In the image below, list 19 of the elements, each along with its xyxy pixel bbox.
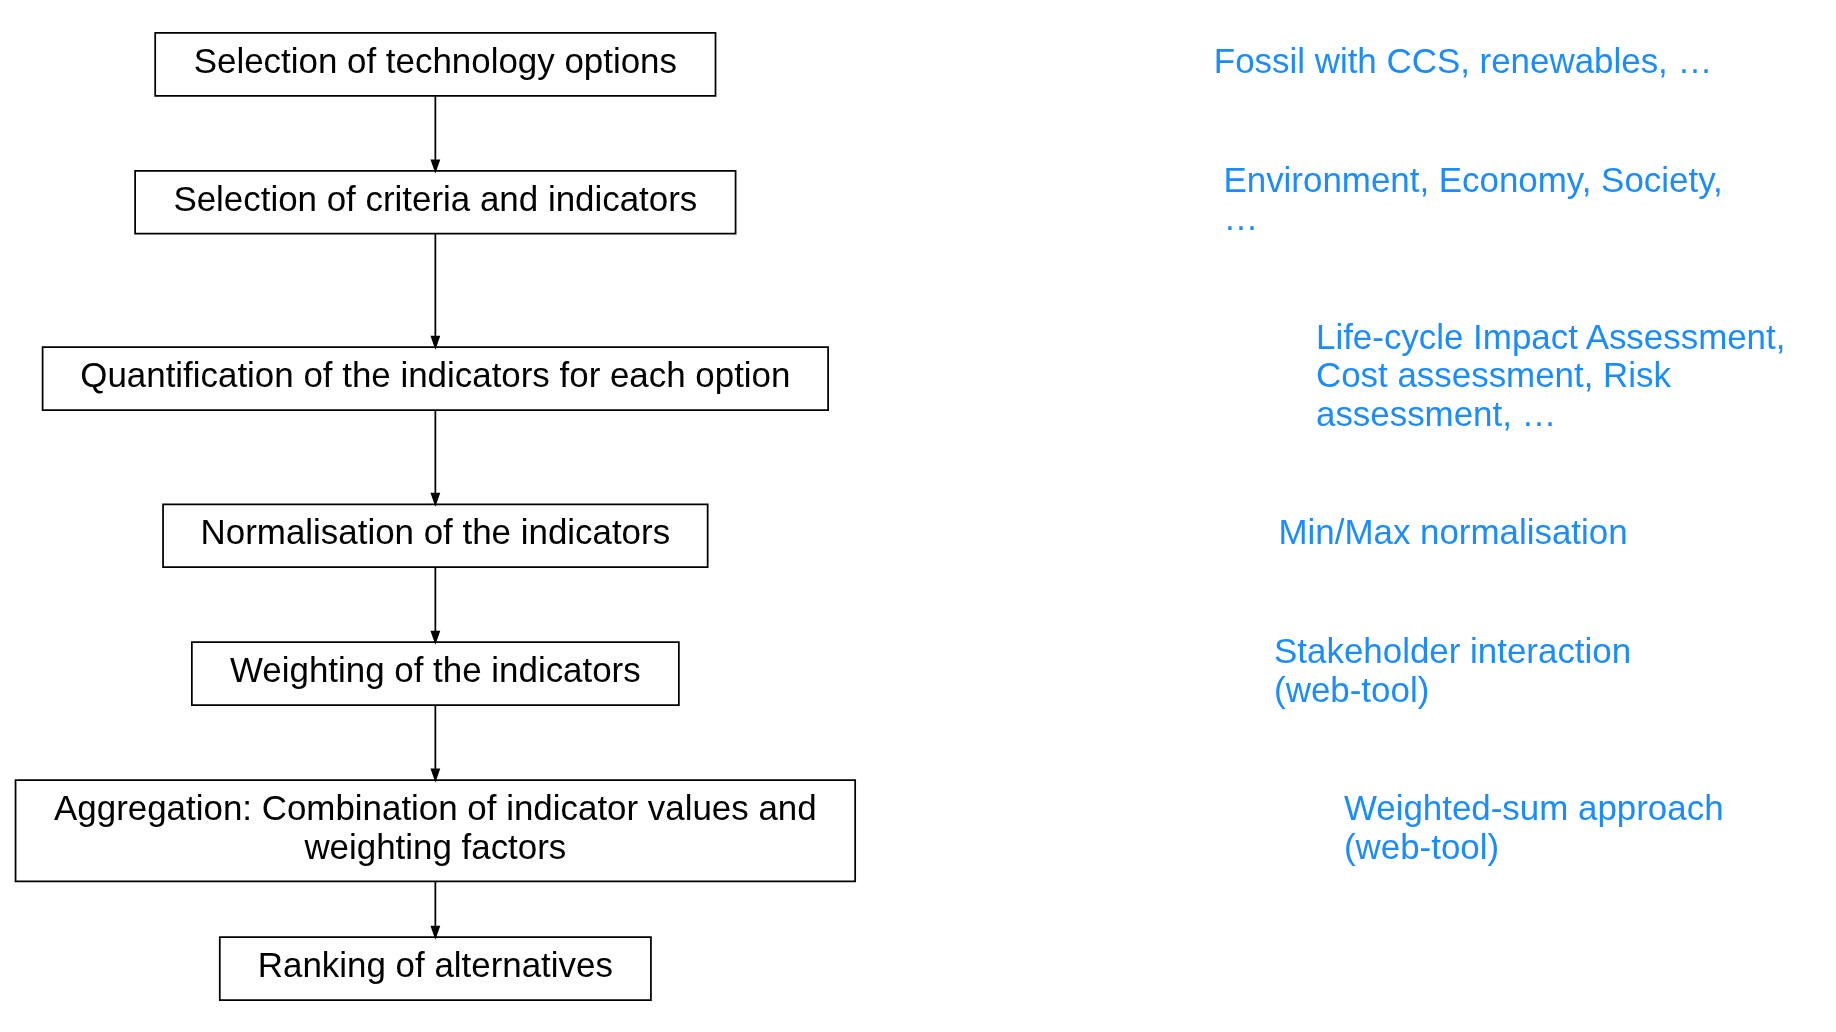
- label: Environment, Economy, Society, …: [1223, 159, 1723, 237]
- label: Weighted-sum approach (web-tool): [1343, 787, 1724, 866]
- arrow: [430, 409, 441, 507]
- label: Min/Max normalisation: [1278, 511, 1628, 551]
- node-box: Ranking of alternatives: [218, 935, 652, 1001]
- label: Fossil with CCS, renewables, …: [1213, 40, 1713, 80]
- label: Life-cycle Impact Assessment, Cost assessment, Risk assessment, …: [1315, 316, 1786, 433]
- node-box: Selection of technology options: [154, 31, 717, 97]
- arrow: [430, 94, 441, 173]
- node-box: Normalisation of the indicators: [162, 502, 709, 568]
- arrow: [430, 880, 441, 940]
- node-box: Quantification of the indicators for each option: [41, 345, 829, 411]
- arrow: [430, 704, 441, 783]
- arrow: [430, 565, 441, 645]
- arrow: [430, 232, 441, 350]
- label: Stakeholder interaction (web-tool): [1274, 630, 1632, 709]
- node-box: Selection of criteria and indicators: [134, 169, 737, 235]
- node-box: Weighting of the indicators: [190, 640, 680, 706]
- node-box: Aggregation: Combination of indicator values and weighting factors: [14, 778, 857, 882]
